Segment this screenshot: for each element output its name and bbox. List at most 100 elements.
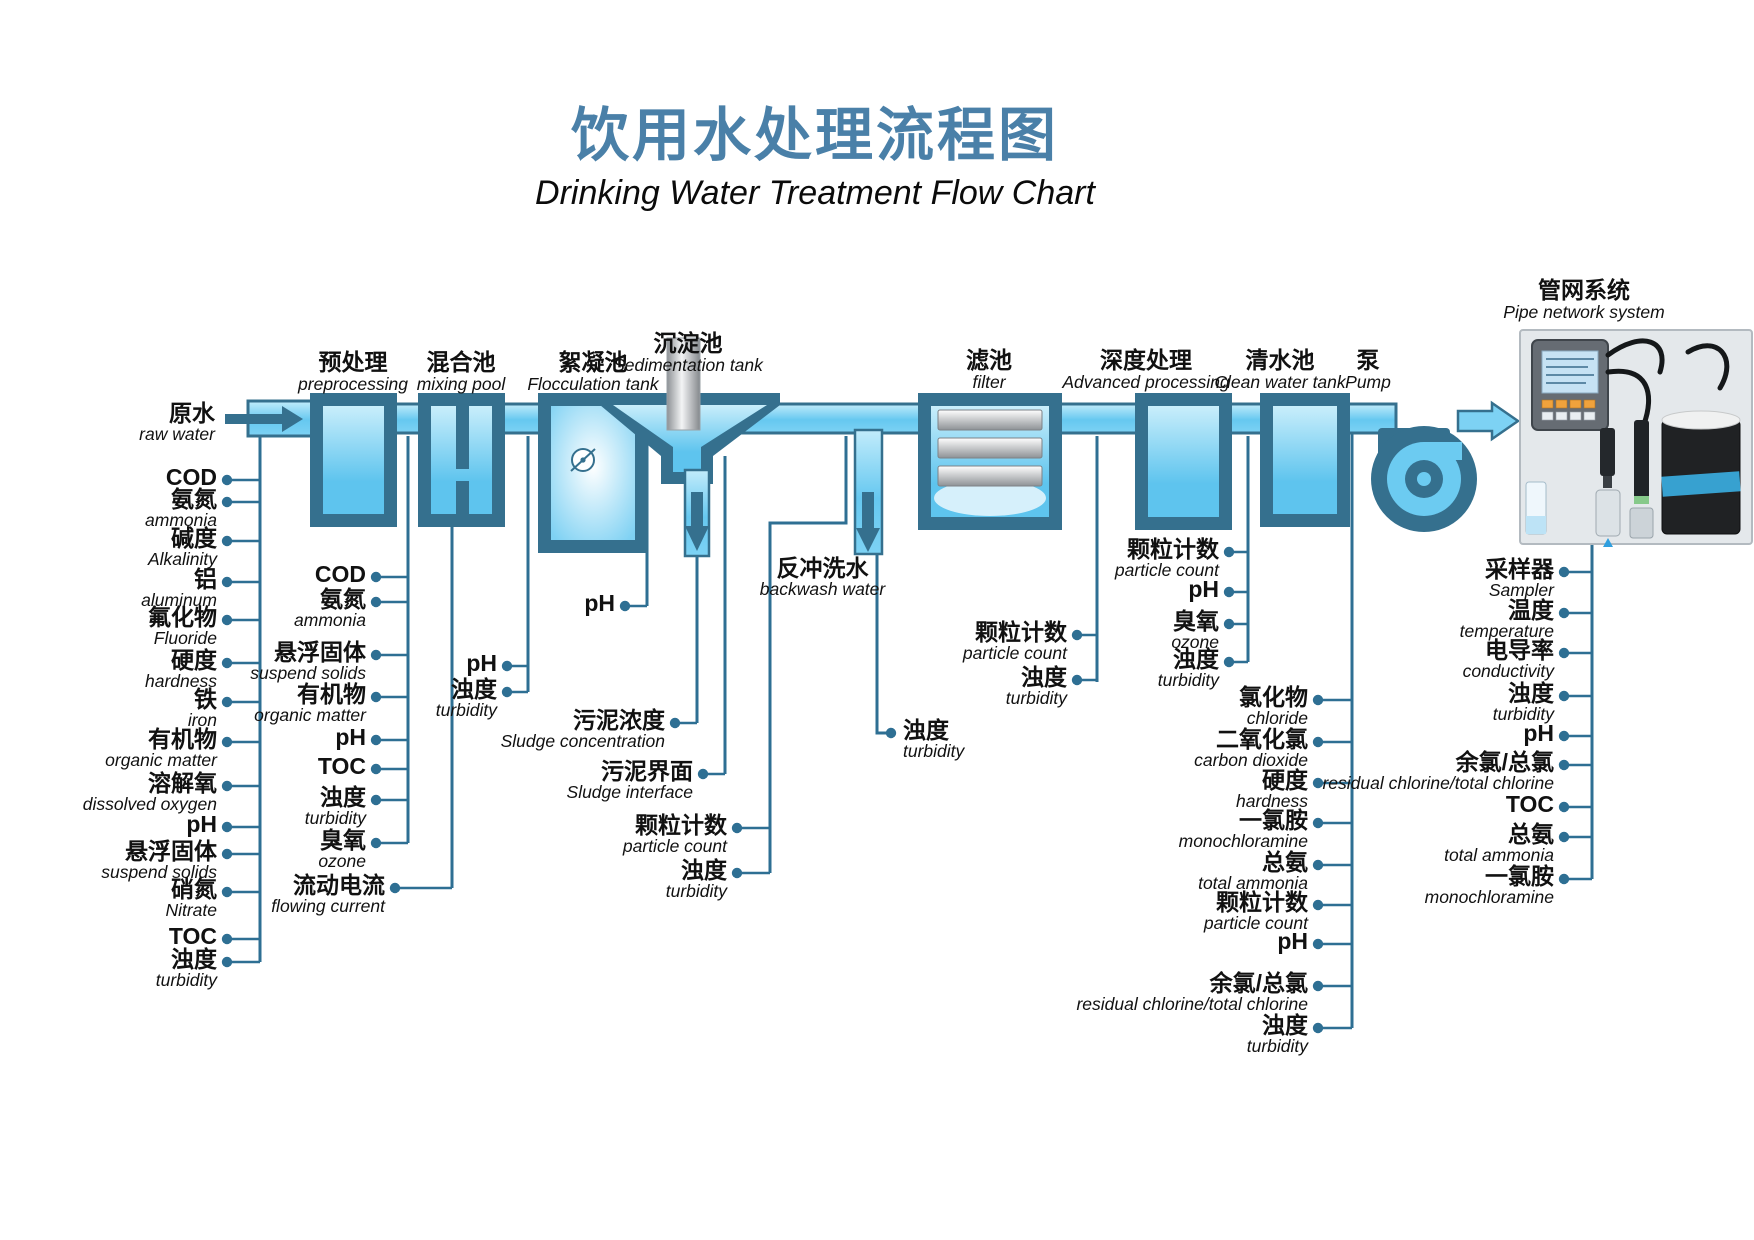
param-cn: 浊度 [1021, 664, 1067, 690]
param-en: chloride [1246, 708, 1308, 729]
param-cn: 污泥界面 [601, 758, 693, 784]
param-cn: 氯化物 [1239, 684, 1308, 710]
param-cn: 余氯/总氯 [1455, 749, 1554, 775]
param-en: turbidity [1246, 1036, 1308, 1057]
param-cn: 浊度 [171, 946, 217, 972]
param-cn: 污泥浓度 [573, 707, 665, 733]
param-en: suspend solids [101, 862, 217, 883]
param-cn: 有机物 [297, 681, 366, 707]
sensor-probe-left [1595, 428, 1621, 547]
param-cn: TOC [1505, 791, 1554, 817]
param-en: dissolved oxygen [82, 794, 217, 815]
param-cn: pH [335, 724, 366, 750]
param-cn: 温度 [1508, 597, 1554, 623]
param-cn: 二氧化氯 [1216, 726, 1308, 752]
param-cn: 一氯胺 [1485, 863, 1554, 889]
param-cn: 浊度 [1173, 646, 1219, 672]
param-en: turbidity [665, 881, 727, 902]
param-cn: 电导率 [1485, 637, 1554, 663]
param-en: Fluoride [153, 628, 217, 649]
filter-media-layers [937, 409, 1043, 487]
param-cn: 颗粒计数 [975, 619, 1067, 645]
param-en: particle count [962, 643, 1067, 664]
param-cn: 颗粒计数 [1216, 889, 1308, 915]
param-en: conductivity [1462, 661, 1554, 682]
param-label: COD [315, 562, 366, 587]
param-cn: 悬浮固体 [274, 639, 366, 665]
param-cn: pH [1277, 928, 1308, 954]
param-cn: COD [165, 464, 217, 490]
param-cn: 硬度 [1262, 767, 1308, 793]
param-label: pH [335, 724, 366, 750]
pipe-network-panel [1519, 329, 1753, 547]
param-en: Sampler [1488, 580, 1554, 601]
param-cn: 余氯/总氯 [1209, 970, 1308, 996]
param-en: total ammonia [1444, 845, 1554, 866]
param-cn: 悬浮固体 [125, 838, 217, 864]
param-en: organic matter [254, 705, 366, 726]
flocculation-out-param: pH [584, 591, 615, 616]
sample-stub-lines [227, 478, 1592, 1030]
param-en: organic matter [105, 750, 217, 771]
sample-point-dots [221, 474, 1570, 1034]
param-en: turbidity [435, 700, 497, 721]
param-cn: pH [1188, 576, 1219, 602]
param-en: turbidity [1492, 704, 1554, 725]
preprocessing-tank [310, 393, 397, 527]
param-label: pH [466, 651, 497, 676]
param-en: turbidity [1005, 688, 1067, 709]
advanced-processing-tank [1135, 393, 1232, 530]
param-en: particle count [622, 836, 727, 857]
param-en: particle count [1203, 913, 1308, 934]
param-en: suspend solids [250, 663, 366, 684]
param-en: turbidity [304, 808, 366, 829]
param-en: total ammonia [1198, 873, 1308, 894]
param-cn: 氨氮 [320, 586, 366, 612]
param-cn: TOC [168, 923, 217, 949]
param-label: pH [1277, 928, 1308, 954]
backwash-arrow-icon [856, 492, 880, 552]
sensor-probe-middle [1629, 420, 1654, 539]
param-label: TOC [318, 754, 366, 779]
param-cn: 臭氧 [320, 827, 366, 853]
param-en: turbidity [1157, 670, 1219, 691]
param-en: Sludge concentration [500, 731, 665, 752]
param-label: COD [165, 464, 217, 490]
mixing-baffle [456, 393, 469, 469]
pump-icon [1371, 426, 1477, 532]
sampler-cylinder [1661, 410, 1741, 535]
